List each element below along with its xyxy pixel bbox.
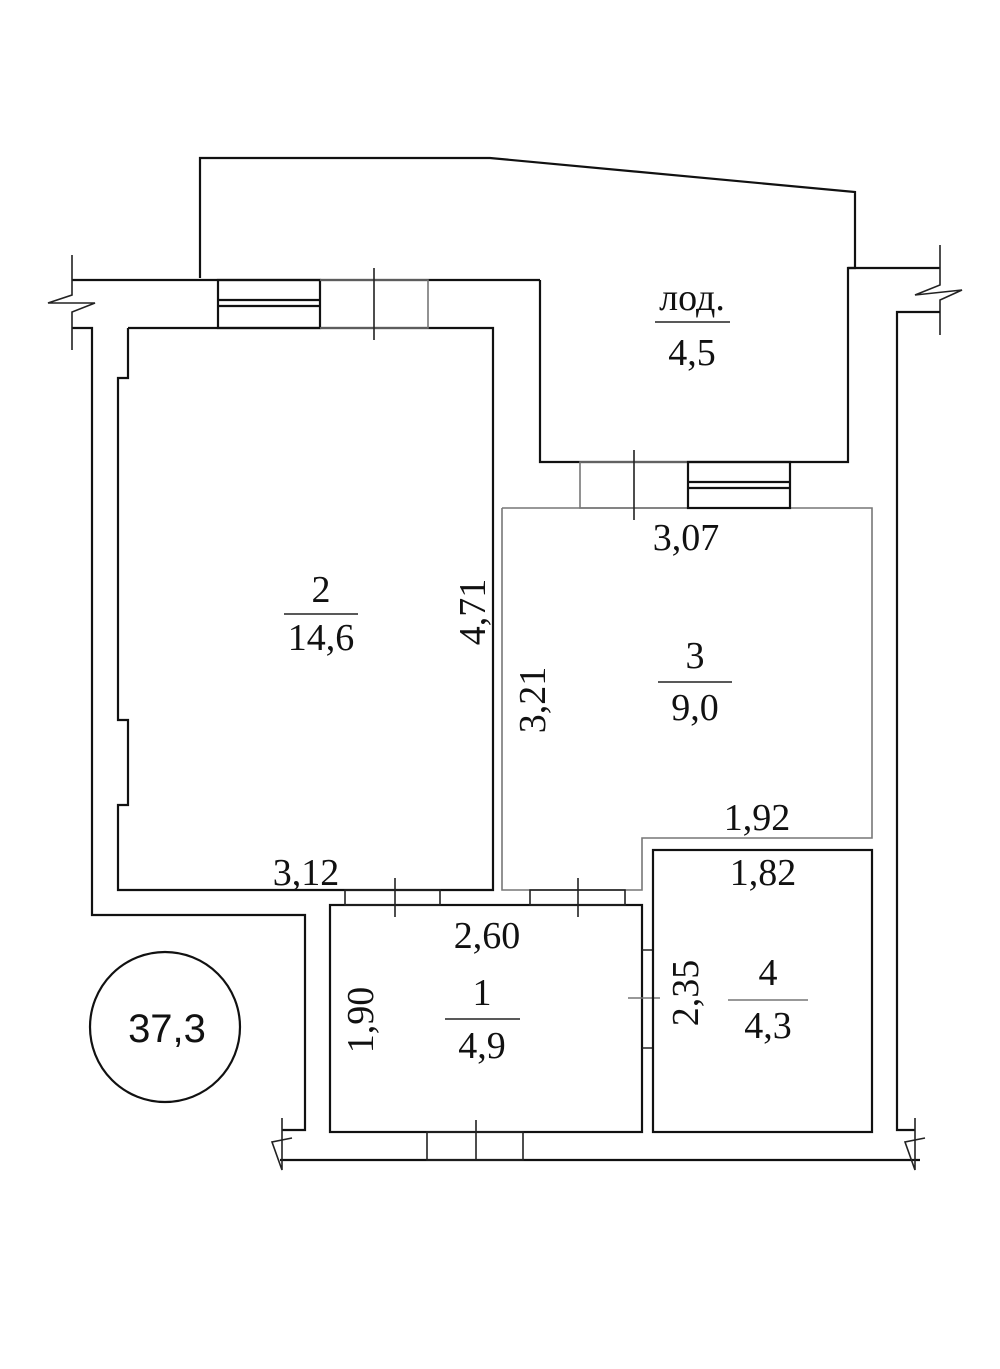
room-2-number: 2 [312, 569, 331, 611]
room-1-area: 4,9 [458, 1025, 506, 1067]
loggia-label: лод. [659, 277, 725, 319]
dim-room3-bottom: 1,92 [724, 797, 791, 839]
dim-room4-width: 1,82 [730, 852, 797, 894]
window-room-2 [216, 278, 322, 330]
dim-room2-width: 3,12 [273, 852, 340, 894]
wall-break-left [47, 255, 96, 350]
dim-room4-length: 2,35 [665, 960, 707, 1027]
entrance-door [426, 1131, 524, 1161]
total-area-circle [88, 950, 242, 1104]
room-2-outline [116, 326, 495, 892]
room-1-number: 1 [473, 972, 492, 1014]
wall-break-right [914, 245, 963, 335]
dim-room3-width: 3,07 [653, 517, 720, 559]
room-2-area: 14,6 [288, 617, 355, 659]
door-room-2 [344, 889, 441, 906]
window-room-3 [686, 460, 792, 510]
total-area: 37,3 [128, 1007, 206, 1051]
room-3-area: 9,0 [671, 687, 719, 729]
room-3-outline [501, 507, 873, 891]
outer-wall-left [72, 326, 307, 1132]
room-3-number: 3 [686, 635, 705, 677]
room-4-number: 4 [759, 952, 778, 994]
loggia-outline [198, 156, 857, 464]
outer-wall-right [895, 310, 940, 1132]
dim-room1-width: 2,60 [454, 915, 521, 957]
door-room-4 [642, 949, 654, 1049]
dim-room3-length: 3,21 [512, 667, 554, 734]
room-4-outline [651, 848, 874, 1134]
loggia-area: 4,5 [668, 332, 716, 374]
room-4-area: 4,3 [744, 1005, 792, 1047]
wall-break-bottom-left [270, 1118, 293, 1171]
dim-room2-length: 4,71 [452, 579, 494, 646]
wall-break-bottom-right [903, 1118, 926, 1171]
dim-room1-length: 1,90 [340, 987, 382, 1054]
